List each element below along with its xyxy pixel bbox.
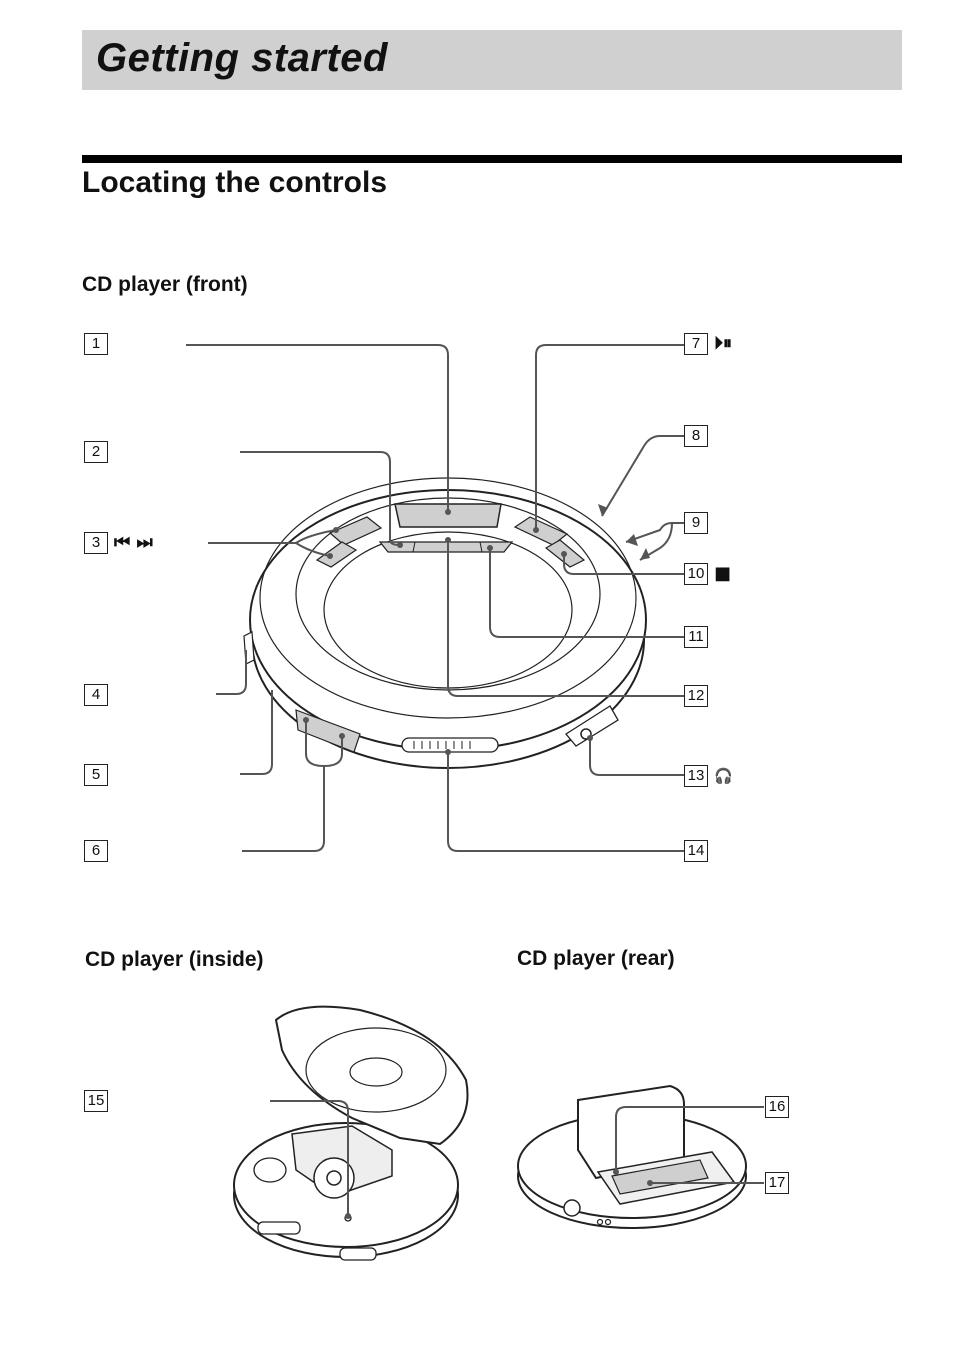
callout-9: 9 — [684, 512, 708, 534]
callout-number: 6 — [84, 840, 108, 862]
subhead-rear: CD player (rear) — [517, 947, 675, 970]
section-title: Locating the controls — [82, 166, 388, 199]
callout-number: 9 — [684, 512, 708, 534]
play-pause-button — [513, 516, 569, 546]
display-window — [394, 503, 502, 528]
stop-icon: ■ — [714, 563, 732, 584]
cd-player-front-diagram — [186, 344, 684, 852]
chapter-title: Getting started — [96, 36, 388, 80]
subhead-inside: CD player (inside) — [85, 948, 264, 971]
callout-2: 2 — [84, 441, 108, 463]
callout-number: 4 — [84, 684, 108, 706]
callout-number: 1 — [84, 333, 108, 355]
callout-number: 8 — [684, 425, 708, 447]
subhead-front: CD player (front) — [82, 273, 248, 296]
callout-5: 5 — [84, 764, 108, 786]
callout-4: 4 — [84, 684, 108, 706]
callout-3: 3 ⏮ ⏭ — [84, 532, 153, 554]
side-buttons — [295, 709, 361, 753]
callout-6: 6 — [84, 840, 108, 862]
callout-10: 10 ■ — [684, 563, 731, 585]
callout-7: 7 ⏵⏸ — [684, 333, 732, 355]
headphones-icon: 🎧 — [714, 767, 733, 785]
skip-back-button — [315, 541, 358, 568]
callout-17: 17 — [765, 1172, 789, 1194]
callout-number: 17 — [765, 1172, 789, 1194]
callout-number: 13 — [684, 765, 708, 787]
callout-13: 13 🎧 — [684, 765, 733, 787]
callout-14: 14 — [684, 840, 708, 862]
callout-number: 15 — [84, 1090, 108, 1112]
play-pause-icon: ⏵⏸ — [714, 333, 732, 354]
callout-15: 15 — [84, 1090, 108, 1112]
callout-number: 5 — [84, 764, 108, 786]
headphone-jack — [565, 705, 619, 747]
callout-number: 12 — [684, 685, 708, 707]
callout-number: 7 — [684, 333, 708, 355]
skip-icons: ⏮ ⏭ — [114, 532, 153, 553]
callout-16: 16 — [765, 1096, 789, 1118]
callout-number: 11 — [684, 626, 708, 648]
chapter-banner: Getting started — [82, 30, 902, 90]
callout-number: 10 — [684, 563, 708, 585]
callout-number: 16 — [765, 1096, 789, 1118]
callout-1: 1 — [84, 333, 108, 355]
callout-number: 14 — [684, 840, 708, 862]
callout-12: 12 — [684, 685, 708, 707]
section-rule — [82, 155, 902, 163]
callout-number: 2 — [84, 441, 108, 463]
callout-number: 3 — [84, 532, 108, 554]
battery-compartment — [611, 1159, 709, 1195]
callout-11: 11 — [684, 626, 708, 648]
skip-forward-button — [328, 516, 383, 546]
callout-8: 8 — [684, 425, 708, 447]
leader-lines — [186, 344, 684, 852]
